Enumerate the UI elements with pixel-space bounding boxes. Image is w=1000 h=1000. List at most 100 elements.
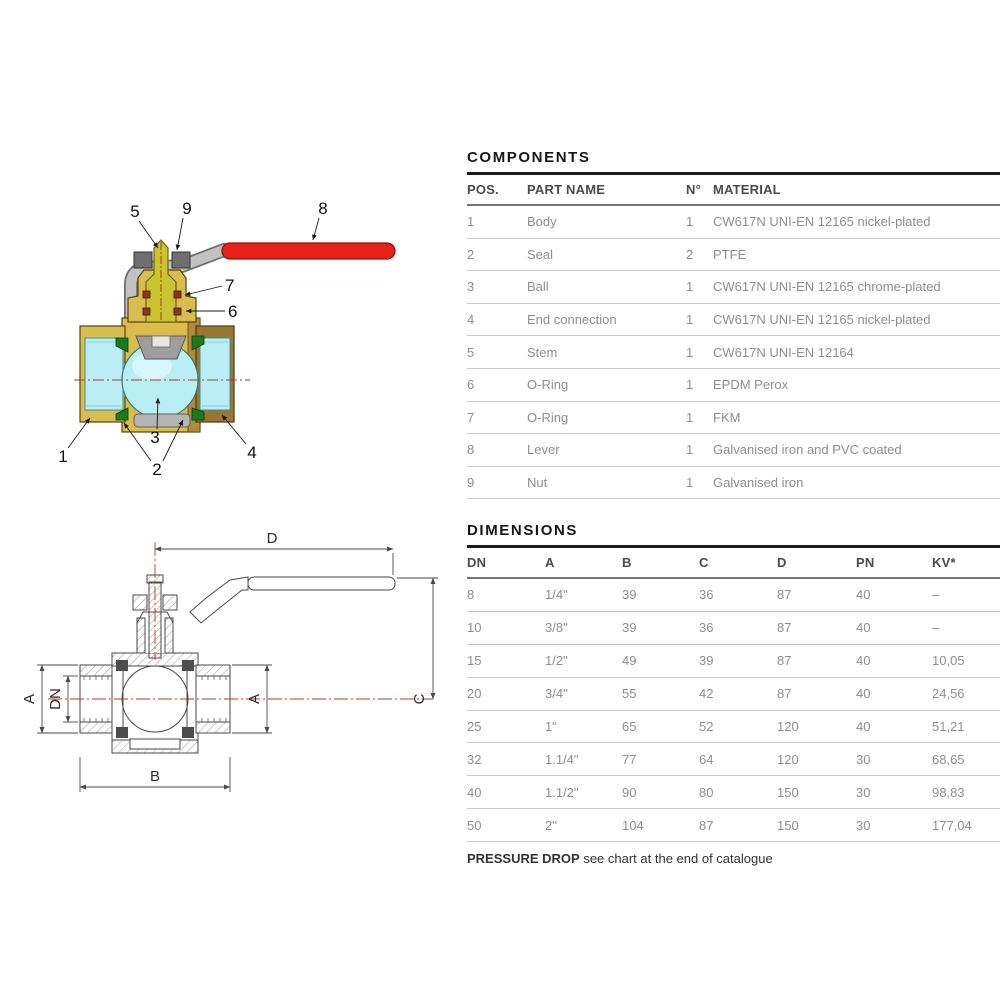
callout-4: 4 <box>221 414 257 462</box>
callout-2: 2 <box>123 419 184 479</box>
cell-material: FKM <box>713 409 741 425</box>
valve-dimension-drawing: D C A DN A B <box>21 530 438 792</box>
cell-d: 87 <box>777 653 792 669</box>
components-section: COMPONENTS POS. PART NAME N° MATERIAL 1 … <box>467 150 1000 500</box>
stem <box>145 239 177 323</box>
cell-b: 65 <box>622 719 637 734</box>
cell-a: 3/8" <box>545 620 568 636</box>
table-row: 50 2" 104 87 150 30 177,04 <box>467 809 1000 843</box>
cell-name: Lever <box>527 442 560 458</box>
callouts: 5 9 8 7 6 1 2 3 4 <box>58 199 327 479</box>
callout-8: 8 <box>312 199 328 241</box>
cell-a: 2" <box>545 817 557 833</box>
cell-pn: 40 <box>856 587 871 603</box>
cell-d: 87 <box>777 686 792 702</box>
cell-d: 150 <box>777 817 799 833</box>
cell-pos: 7 <box>467 409 475 425</box>
cell-c: 42 <box>699 686 714 702</box>
valve-outline <box>79 574 396 754</box>
cell-c: 39 <box>699 653 714 669</box>
cell-pos: 5 <box>467 344 475 360</box>
title-rule <box>467 172 1000 175</box>
cell-name: End connection <box>527 312 617 328</box>
cell-b: 39 <box>622 587 637 603</box>
cell-dn: 50 <box>467 817 482 833</box>
pressure-drop-note: PRESSURE DROP see chart at the end of ca… <box>467 851 1000 866</box>
svg-text:9: 9 <box>182 199 191 218</box>
cell-material: PTFE <box>713 246 747 262</box>
cell-pos: 9 <box>467 475 475 491</box>
cell-a: 1.1/2" <box>545 784 579 800</box>
cell-pos: 8 <box>467 442 475 458</box>
centerlines <box>48 542 433 700</box>
svg-text:6: 6 <box>228 302 237 321</box>
cell-kv: 68,65 <box>932 751 965 767</box>
dimension-labels: D C A DN A B <box>21 530 428 785</box>
svg-text:4: 4 <box>247 443 256 462</box>
cell-c: 80 <box>699 784 714 800</box>
dimensions-title: DIMENSIONS <box>467 522 579 539</box>
svg-text:1: 1 <box>58 447 67 466</box>
cell-n: 1 <box>686 442 694 458</box>
cell-pos: 1 <box>467 214 475 230</box>
cell-dn: 10 <box>467 620 482 636</box>
stem-ball-joint <box>151 335 171 348</box>
cell-dn: 20 <box>467 686 482 702</box>
cell-material: CW617N UNI-EN 12165 nickel-plated <box>713 214 931 230</box>
table-row: 8 1/4" 39 36 87 40 – <box>467 579 1000 612</box>
cell-material: CW617N UNI-EN 12164 <box>713 344 854 360</box>
cell-name: Seal <box>527 246 554 262</box>
cell-dn: 32 <box>467 751 482 767</box>
table-row: 40 1.1/2" 90 80 150 30 98,83 <box>467 776 1000 810</box>
table-row: 4 End connection 1 CW617N UNI-EN 12165 n… <box>467 304 1000 337</box>
dim-label-b: B <box>150 768 160 785</box>
pressure-drop-note-text: see chart at the end of catalogue <box>579 851 773 867</box>
cell-b: 39 <box>622 620 637 636</box>
dim-label-a-left: A <box>21 694 38 704</box>
table-row: 20 3/4" 55 42 87 40 24,56 <box>467 678 1000 711</box>
seat-seals <box>115 335 205 421</box>
dimensions-section: DIMENSIONS DN A B C D PN KV* 8 1/4" 39 3… <box>467 523 1000 866</box>
table-row: 5 Stem 1 CW617N UNI-EN 12164 <box>467 336 1000 369</box>
cell-d: 120 <box>777 751 799 767</box>
svg-text:8: 8 <box>318 199 327 218</box>
cell-a: 1.1/4" <box>545 751 579 767</box>
cell-dn: 25 <box>467 719 482 734</box>
cell-b: 55 <box>622 686 637 702</box>
cell-c: 36 <box>699 587 714 603</box>
cell-a: 3/4" <box>545 686 568 702</box>
cell-kv: 24,56 <box>932 686 965 702</box>
cell-pn: 40 <box>856 686 871 702</box>
col-c: C <box>699 555 709 570</box>
callout-7: 7 <box>184 276 234 297</box>
cell-kv: 98,83 <box>932 784 965 800</box>
cell-pn: 40 <box>856 620 871 636</box>
cell-n: 1 <box>686 377 694 393</box>
table-row: 2 Seal 2 PTFE <box>467 239 1000 272</box>
cell-kv: 10,05 <box>932 653 965 669</box>
col-part-name: PART NAME <box>527 182 606 197</box>
svg-text:3: 3 <box>150 428 159 447</box>
callout-6: 6 <box>185 302 237 321</box>
table-row: 7 O-Ring 1 FKM <box>467 402 1000 435</box>
cell-pn: 30 <box>856 817 871 833</box>
table-row: 1 Body 1 CW617N UNI-EN 12165 nickel-plat… <box>467 206 1000 239</box>
cell-c: 87 <box>699 817 714 833</box>
cell-dn: 8 <box>467 587 475 603</box>
cell-d: 87 <box>777 587 792 603</box>
nut <box>133 251 191 269</box>
dim-label-d: D <box>267 530 278 547</box>
cell-material: EPDM Perox <box>713 377 789 393</box>
pressure-drop-note-bold: PRESSURE DROP <box>467 851 580 867</box>
callout-3: 3 <box>150 397 161 447</box>
cell-pos: 2 <box>467 246 475 262</box>
cell-material: Galvanised iron and PVC coated <box>713 442 902 458</box>
dim-label-dn: DN <box>47 688 64 710</box>
svg-text:5: 5 <box>130 202 139 221</box>
cell-pn: 30 <box>856 784 871 800</box>
col-pos: POS. <box>467 182 499 197</box>
cell-material: CW617N UNI-EN 12165 chrome-plated <box>713 279 941 295</box>
cell-name: Nut <box>527 475 548 491</box>
callout-1: 1 <box>58 417 91 466</box>
cell-kv: 177,04 <box>932 817 972 833</box>
